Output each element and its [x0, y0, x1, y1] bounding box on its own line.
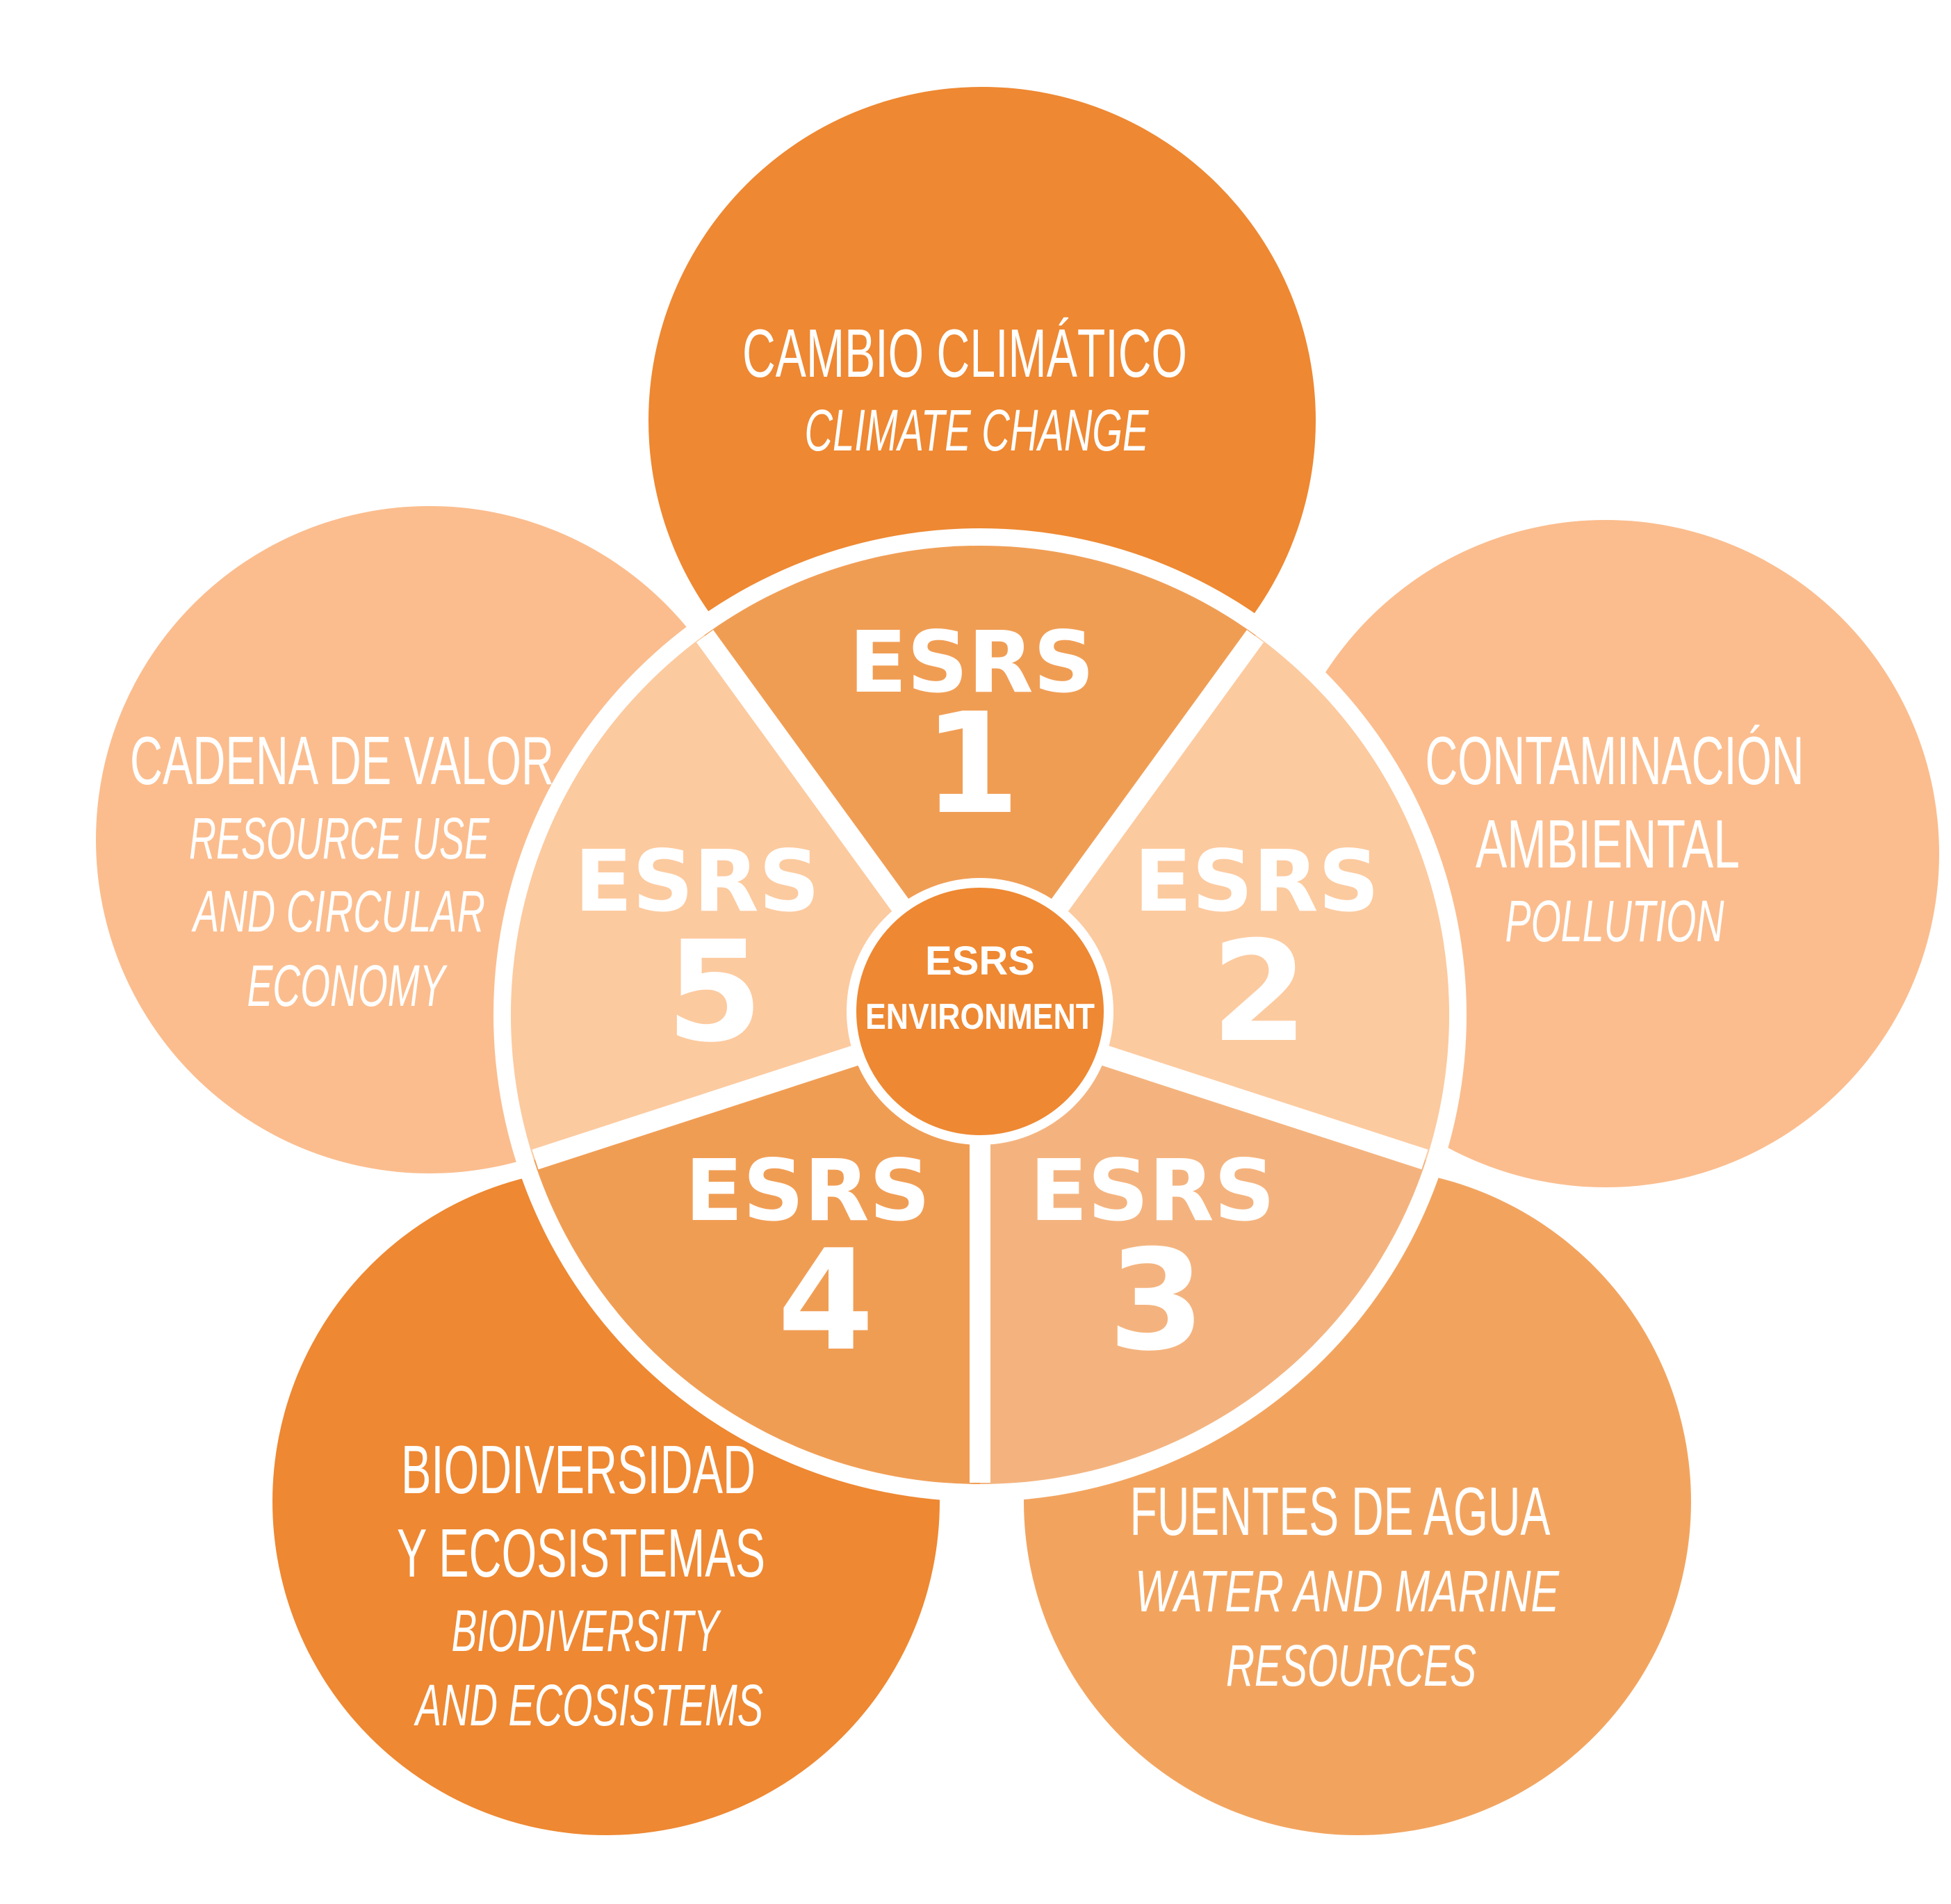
petal-4-subtitle-line1: BIODIVERSITY	[452, 1598, 722, 1663]
petal-2-subtitle: POLLUTION	[1505, 888, 1724, 954]
segment-3-number: 3	[1108, 1220, 1205, 1382]
petal-4-title-line2: Y ECOSISTEMAS	[397, 1515, 765, 1591]
petal-1-title: CAMBIO CLIMÁTICO	[742, 315, 1187, 391]
petal-3-title: FUENTES DE AGUA	[1130, 1473, 1551, 1549]
petal-5-subtitle-line1: RESOURCE USE	[189, 806, 490, 871]
segment-2-word: ESRS	[1134, 832, 1379, 931]
petal-5-subtitle-line2: AND CIRCULAR	[191, 879, 485, 944]
segment-esrs-1	[704, 545, 1256, 1015]
segment-2-number: 2	[1211, 911, 1307, 1073]
segment-labels: ESRS 1 ESRS 2 ESRS 3 ESRS 4 ESRS 5	[574, 613, 1379, 1382]
segment-5-word: ESRS	[574, 832, 819, 931]
petal-labels: CAMBIO CLIMÁTICO CLIMATE CHANGE CONTAMIN…	[130, 315, 1804, 1738]
petal-3-subtitle-line2: RESOURCES	[1226, 1633, 1476, 1698]
petal-2-title-line1: CONTAMINACIÓN	[1426, 722, 1804, 799]
segment-5-number: 5	[666, 911, 762, 1073]
segment-3-word: ESRS	[1029, 1141, 1275, 1240]
petal-5-subtitle-line3: ECONOMY	[247, 953, 448, 1018]
segment-4-number: 4	[777, 1220, 874, 1382]
center-label-line1: ESRS	[925, 938, 1035, 984]
segment-1-number: 1	[923, 683, 1020, 845]
segment-1-word: ESRS	[849, 613, 1094, 712]
center-label-line2: ENVIRONMENT	[865, 997, 1095, 1037]
segment-4-word: ESRS	[685, 1141, 930, 1240]
petal-3-subtitle-line1: WATER AND MARINE	[1135, 1559, 1560, 1624]
center-circle	[847, 878, 1113, 1145]
petal-4-title-line1: BIODIVERSIDAD	[401, 1431, 756, 1508]
petal-2-title-line2: AMBIENTAL	[1476, 806, 1740, 882]
petal-5-title: CADENA DE VALOR	[130, 722, 554, 799]
petal-4-subtitle-line2: AND ECOSISTEMS	[414, 1673, 763, 1738]
petal-1-subtitle: CLIMATE CHANGE	[805, 398, 1150, 463]
